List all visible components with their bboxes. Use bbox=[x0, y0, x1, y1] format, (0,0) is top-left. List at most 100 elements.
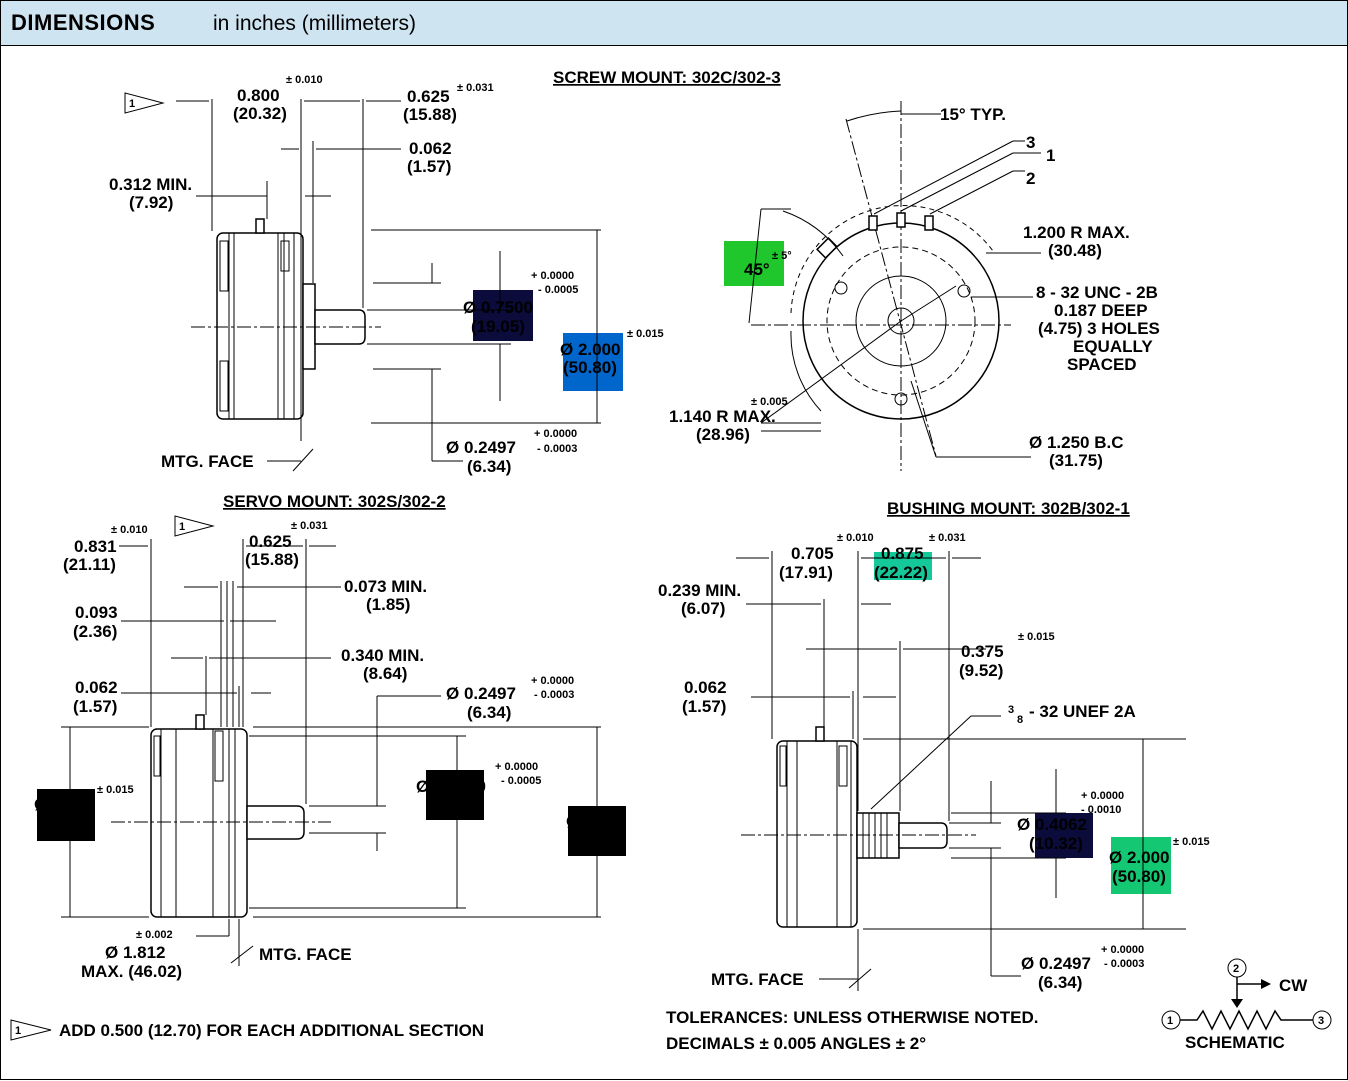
dim-0093-mm: (2.36) bbox=[73, 622, 117, 641]
flag-1: 1 bbox=[174, 515, 215, 537]
terminal-1-label: 1 bbox=[1046, 146, 1055, 165]
highlight-box bbox=[874, 552, 932, 580]
bushing-mount-side-view bbox=[741, 726, 976, 928]
dim-0831-mm: (21.11) bbox=[63, 555, 116, 574]
schematic-label: SCHEMATIC bbox=[1185, 1033, 1285, 1052]
dim-2000s-right-mm: (50.80) bbox=[568, 831, 622, 850]
dim-2497-mm: (6.34) bbox=[467, 457, 511, 476]
dim-0625s: 0.625 bbox=[249, 532, 292, 551]
dim-2497b-mm: (6.34) bbox=[1038, 973, 1082, 992]
label-text: 3 bbox=[1318, 1015, 1324, 1027]
tol-0800: ± 0.010 bbox=[286, 74, 323, 86]
dim-15-typ: 15° TYP. bbox=[940, 105, 1006, 124]
dim-0831: 0.831 bbox=[74, 537, 117, 556]
header-subtitle: in inches (millimeters) bbox=[213, 12, 417, 35]
tol-2497s-b: - 0.0003 bbox=[534, 689, 574, 701]
hole-spec-3: (4.75) 3 HOLES bbox=[1038, 319, 1160, 338]
highlight-box bbox=[426, 770, 484, 820]
hole-spec-4: EQUALLY bbox=[1073, 337, 1153, 356]
thread-spec: - 32 UNEF 2A bbox=[1029, 702, 1136, 721]
dim-0705-mm: (17.91) bbox=[779, 563, 833, 582]
tol-0375: ± 0.015 bbox=[1018, 631, 1055, 643]
dim-0375-mm: (9.52) bbox=[959, 661, 1003, 680]
dim-0750-mm: (19.05) bbox=[471, 317, 525, 336]
mtg-face-label: MTG. FACE bbox=[161, 452, 254, 471]
tol-0750b: - 0.0005 bbox=[538, 284, 578, 296]
terminal-3-label: 3 bbox=[1026, 133, 1035, 152]
tol-0705: ± 0.010 bbox=[837, 532, 874, 544]
cw-label: CW bbox=[1279, 976, 1308, 995]
bushing-dimension-lines bbox=[736, 551, 1186, 991]
dim-1140r-mm: (28.96) bbox=[696, 425, 750, 444]
dim-0062b: 0.062 bbox=[684, 678, 727, 697]
dim-0875-mm: (22.22) bbox=[874, 563, 928, 582]
tol-2497b: - 0.0003 bbox=[537, 443, 577, 455]
dim-0705: 0.705 bbox=[791, 544, 834, 563]
dim-1200r-mm: (30.48) bbox=[1048, 241, 1102, 260]
screw-dimension-lines bbox=[176, 99, 601, 472]
dim-0062: 0.062 bbox=[409, 139, 452, 158]
tol-2000b: ± 0.015 bbox=[1173, 836, 1210, 848]
dim-2000s-left: Ø 2.000 bbox=[34, 795, 95, 814]
tolerance-note-1: TOLERANCES: UNLESS OTHERWISE NOTED. bbox=[666, 1008, 1038, 1027]
dim-1875-mm: (47.62) bbox=[426, 797, 480, 816]
dim-0800-mm: (20.32) bbox=[233, 104, 287, 123]
tol-0875: ± 0.031 bbox=[929, 532, 966, 544]
dim-0239-mm: (6.07) bbox=[681, 599, 725, 618]
screw-mount-side-view bbox=[191, 218, 381, 420]
screw-mount-title: SCREW MOUNT: 302C/302-3 bbox=[553, 68, 781, 87]
tol-2497s-a: + 0.0000 bbox=[531, 675, 574, 687]
dim-0625-mm: (15.88) bbox=[403, 105, 457, 124]
dim-2497s-mm: (6.34) bbox=[467, 703, 511, 722]
dim-1812-mm: MAX. (46.02) bbox=[81, 962, 182, 981]
tol-2497b-a: + 0.0000 bbox=[1101, 944, 1144, 956]
dim-0073-mm: (1.85) bbox=[366, 595, 410, 614]
label-text: 1 bbox=[15, 1025, 21, 1037]
dim-0750: Ø 0.7500 bbox=[463, 298, 533, 317]
dim-2000s-right: Ø 2.000 bbox=[566, 812, 627, 831]
dim-2497s: Ø 0.2497 bbox=[446, 684, 516, 703]
highlight-box bbox=[37, 789, 95, 841]
dim-2000b: Ø 2.000 bbox=[1109, 848, 1170, 867]
tol-1140r: ± 0.005 bbox=[751, 396, 788, 408]
tol-0831: ± 0.010 bbox=[111, 524, 148, 536]
dim-4062: Ø 0.4062 bbox=[1017, 815, 1087, 834]
thread-denominator: 8 bbox=[1017, 714, 1023, 726]
dim-0312: 0.312 MIN. bbox=[109, 175, 192, 194]
dim-0062-mm: (1.57) bbox=[407, 157, 451, 176]
tol-1875a: + 0.0000 bbox=[495, 761, 538, 773]
dim-2000s-left-mm: (50.80) bbox=[37, 815, 91, 834]
schematic: 1 3 2 CW SCHEMATIC bbox=[1161, 958, 1332, 1052]
bushing-mount-title: BUSHING MOUNT: 302B/302-1 bbox=[887, 499, 1130, 518]
tol-2497b-b: - 0.0003 bbox=[1104, 958, 1144, 970]
face-view bbox=[748, 101, 1041, 471]
dim-2000-mm: (50.80) bbox=[563, 358, 617, 377]
dim-0239: 0.239 MIN. bbox=[658, 581, 741, 600]
hole-spec-2: 0.187 DEEP bbox=[1054, 301, 1148, 320]
tol-4062a: + 0.0000 bbox=[1081, 790, 1124, 802]
label-text: 1 bbox=[1167, 1015, 1173, 1027]
dim-0062b-mm: (1.57) bbox=[682, 697, 726, 716]
hole-spec-5: SPACED bbox=[1067, 355, 1137, 374]
flag-note: 1 bbox=[10, 1019, 52, 1041]
dim-0625: 0.625 bbox=[407, 87, 450, 106]
dim-0875: 0.875 bbox=[881, 544, 924, 563]
dim-0340: 0.340 MIN. bbox=[341, 646, 424, 665]
dim-0625s-mm: (15.88) bbox=[245, 550, 299, 569]
dim-1140r: 1.140 R MAX. bbox=[669, 407, 776, 426]
tol-0750a: + 0.0000 bbox=[531, 270, 574, 282]
dim-2497b: Ø 0.2497 bbox=[1021, 954, 1091, 973]
dim-bc-mm: (31.75) bbox=[1049, 451, 1103, 470]
flag-1: 1 bbox=[124, 92, 165, 114]
dim-1812: Ø 1.812 bbox=[105, 943, 166, 962]
mtg-face-label: MTG. FACE bbox=[711, 970, 804, 989]
tolerance-note-2: DECIMALS ± 0.005 ANGLES ± 2° bbox=[666, 1034, 926, 1053]
additional-section-note: ADD 0.500 (12.70) FOR EACH ADDITIONAL SE… bbox=[59, 1021, 484, 1040]
tol-2000s: ± 0.015 bbox=[97, 784, 134, 796]
terminal-2-label: 2 bbox=[1026, 169, 1035, 188]
dim-0375: 0.375 bbox=[961, 642, 1004, 661]
highlight-box bbox=[473, 290, 533, 341]
mtg-face-label: MTG. FACE bbox=[259, 945, 352, 964]
tol-45: ± 5° bbox=[772, 250, 792, 262]
